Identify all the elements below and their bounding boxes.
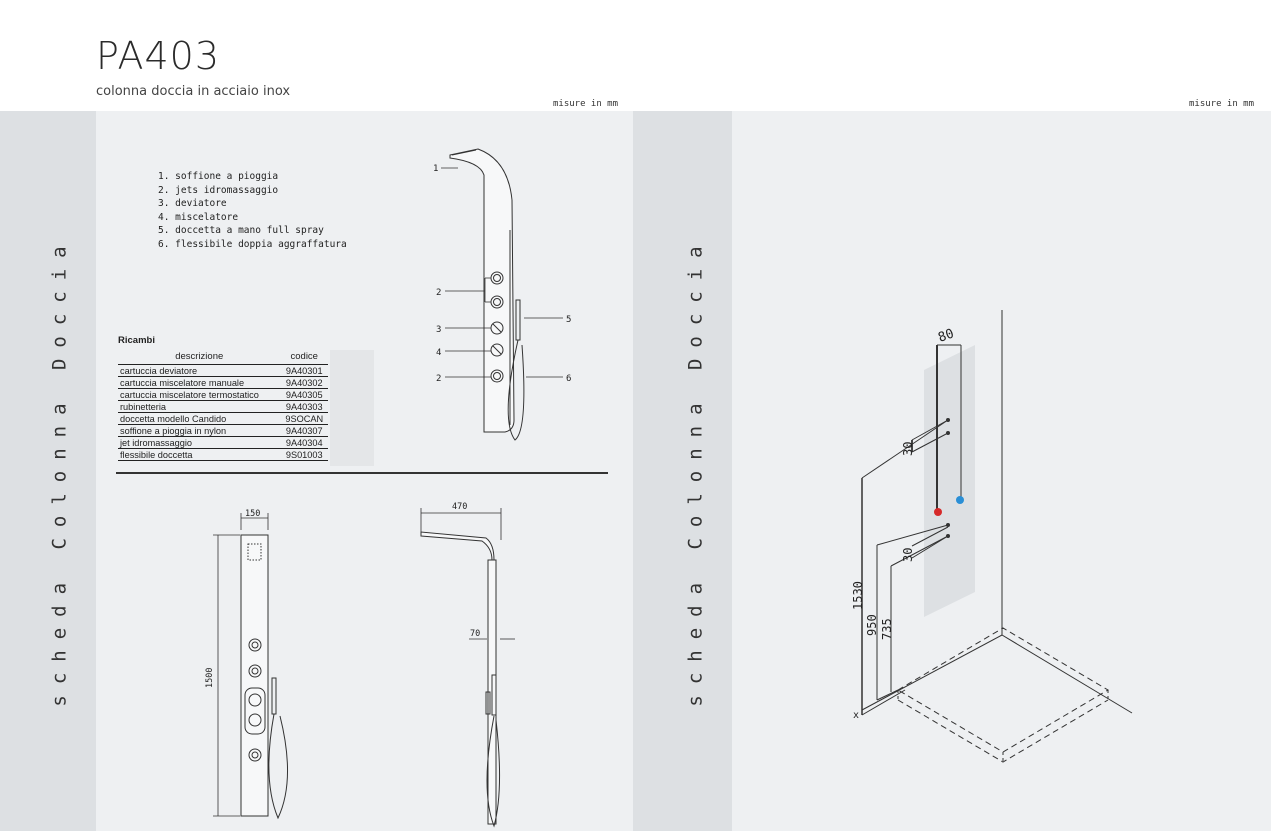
header-code: codice — [280, 351, 328, 365]
section-divider — [116, 472, 608, 474]
hot-water-point — [934, 508, 942, 516]
fixing-point — [946, 534, 950, 538]
cell-code: 9A40305 — [280, 388, 328, 401]
left-panel — [96, 111, 633, 831]
table-shade — [330, 350, 374, 466]
cell-code: 9SOCAN — [280, 412, 328, 425]
legend-item: 4. miscelatore — [158, 211, 239, 223]
header-description: descrizione — [118, 351, 281, 365]
legend-item: 5. doccetta a mano full spray — [158, 225, 324, 236]
cell-code: 9A40301 — [280, 364, 328, 377]
legend-item: 6. flessibile doppia aggraffatura — [158, 238, 347, 250]
component-legend: 1. soffione a pioggia 2. jets idromassag… — [158, 170, 347, 251]
cell-description: cartuccia miscelatore termostatico — [118, 388, 281, 401]
fixing-point — [946, 431, 950, 435]
product-subtitle: colonna doccia in acciaio inox — [96, 84, 291, 99]
callout-4: 4 — [436, 348, 441, 358]
callout-2b: 2 — [436, 374, 441, 384]
cell-code: 9S01003 — [280, 448, 328, 461]
cell-code: 9A40307 — [280, 424, 328, 437]
callout-3: 3 — [436, 325, 441, 335]
callout-2: 2 — [436, 288, 441, 298]
cell-description: jet idromassaggio — [118, 436, 281, 449]
install-height-735: 735 — [880, 618, 894, 640]
cell-description: cartuccia deviatore — [118, 364, 281, 377]
legend-item: 2. jets idromassaggio — [158, 184, 279, 196]
spare-parts: Ricambi descrizione codice cartuccia dev… — [118, 335, 330, 461]
install-spacing-bottom: 30 — [901, 548, 915, 562]
fixing-point — [946, 418, 950, 422]
side-depth-dim: 470 — [452, 502, 467, 512]
callout-5: 5 — [566, 315, 571, 325]
cell-description: soffione a pioggia in nylon — [118, 424, 281, 437]
cell-description: rubinetteria — [118, 400, 281, 413]
legend-item: 1. soffione a pioggia — [158, 171, 279, 182]
install-width-dim: 80 — [936, 326, 956, 345]
cell-description: flessibile doccetta — [118, 448, 281, 461]
install-origin: x — [853, 710, 859, 721]
unit-label-right: misure in mm — [1189, 99, 1255, 109]
side-thickness-dim: 70 — [470, 629, 480, 639]
front-width-dim: 150 — [245, 509, 260, 519]
install-spacing-top: 30 — [901, 442, 915, 456]
callout-6: 6 — [566, 374, 571, 384]
table-header: descrizione codice — [118, 351, 328, 365]
front-height-dim: 1500 — [205, 668, 215, 688]
install-height-950: 950 — [865, 614, 879, 636]
cold-water-point — [956, 496, 964, 504]
side-strip-left — [0, 111, 96, 831]
product-code: PA403 — [96, 34, 221, 78]
install-height-1530: 1530 — [851, 581, 865, 610]
side-strip-right — [633, 111, 732, 831]
fixing-point — [946, 523, 950, 527]
spare-parts-title: Ricambi — [118, 335, 155, 346]
cell-code: 9A40304 — [280, 436, 328, 449]
unit-label-left: misure in mm — [553, 99, 619, 109]
cell-code: 9A40302 — [280, 376, 328, 389]
callout-1: 1 — [433, 164, 438, 174]
cell-code: 9A40303 — [280, 400, 328, 413]
legend-item: 3. deviatore — [158, 198, 227, 209]
cell-description: cartuccia miscelatore manuale — [118, 376, 281, 389]
cell-description: doccetta modello Candido — [118, 412, 281, 425]
